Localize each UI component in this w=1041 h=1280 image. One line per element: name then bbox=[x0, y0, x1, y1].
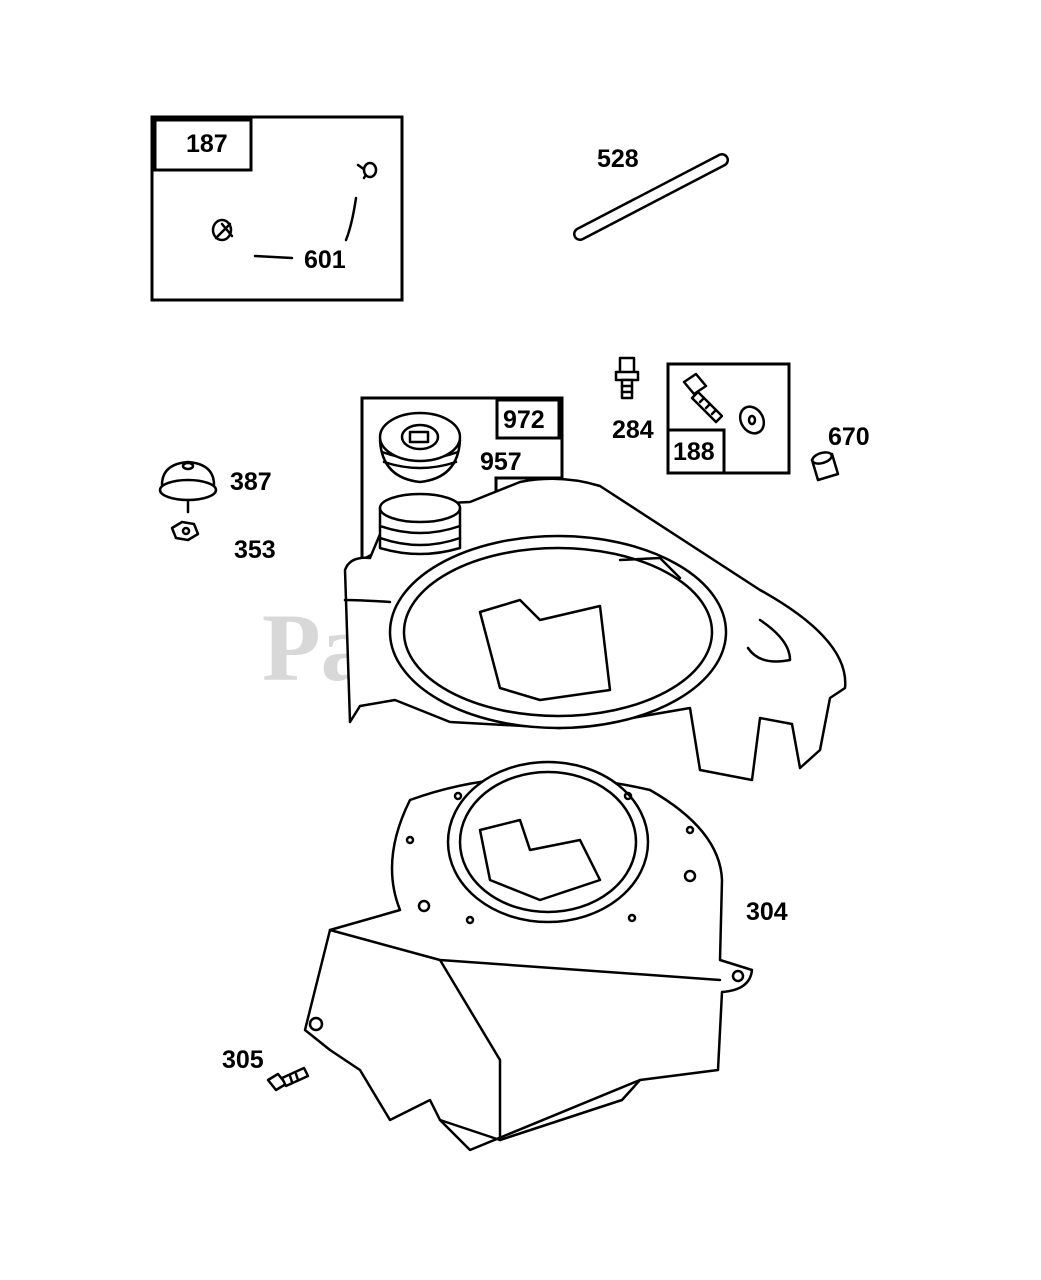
part-387-group[interactable]: 387 bbox=[158, 460, 272, 514]
p957-label: 957 bbox=[480, 448, 522, 476]
screw-305-icon bbox=[266, 1066, 310, 1092]
kit-188-label: 188 bbox=[673, 438, 715, 466]
kit-187-tag bbox=[153, 118, 253, 172]
nut-icon bbox=[170, 520, 200, 542]
blower-housing-304-group[interactable]: 304 bbox=[303, 760, 788, 1152]
kit-188-frame bbox=[666, 362, 791, 475]
part-353-group[interactable]: 353 bbox=[170, 520, 276, 564]
screw-icon bbox=[682, 372, 724, 424]
p670-label: 670 bbox=[828, 423, 870, 451]
p305-label: 305 bbox=[222, 1046, 264, 1074]
kit-187-group[interactable]: 187 601 bbox=[150, 115, 404, 302]
fuel-tank-icon bbox=[343, 477, 847, 782]
bushing-icon bbox=[810, 451, 840, 482]
blower-housing-icon bbox=[303, 760, 754, 1152]
fuel-cap-icon bbox=[378, 411, 462, 484]
part-528-group[interactable]: 528 bbox=[573, 145, 729, 241]
kit-972-tag bbox=[495, 398, 561, 440]
kit-972-label: 972 bbox=[503, 406, 545, 434]
tube-icon bbox=[573, 153, 729, 241]
p284-label: 284 bbox=[612, 416, 654, 444]
kit-187-frame bbox=[150, 115, 404, 302]
kit-972-group[interactable]: 972 957 bbox=[360, 396, 564, 563]
part-670-group[interactable]: 670 bbox=[810, 423, 870, 482]
part-284-group[interactable]: 284 bbox=[612, 356, 654, 444]
p353-label: 353 bbox=[234, 536, 276, 564]
p528-label: 528 bbox=[597, 145, 639, 173]
bolt-icon bbox=[614, 356, 640, 400]
p601-leader bbox=[253, 254, 294, 260]
kit-187-label: 187 bbox=[186, 130, 228, 158]
kit-188-tag bbox=[666, 428, 726, 475]
kit-188-group[interactable]: 188 bbox=[666, 362, 791, 475]
part-305-group[interactable]: 305 bbox=[222, 1046, 310, 1092]
p601-label: 601 bbox=[304, 246, 346, 274]
p601-leader-2 bbox=[344, 196, 358, 242]
washer-icon bbox=[738, 405, 766, 435]
fuel-line-icon bbox=[211, 161, 378, 242]
knob-icon bbox=[158, 460, 218, 514]
p387-label: 387 bbox=[230, 468, 272, 496]
p304-label: 304 bbox=[746, 898, 788, 926]
